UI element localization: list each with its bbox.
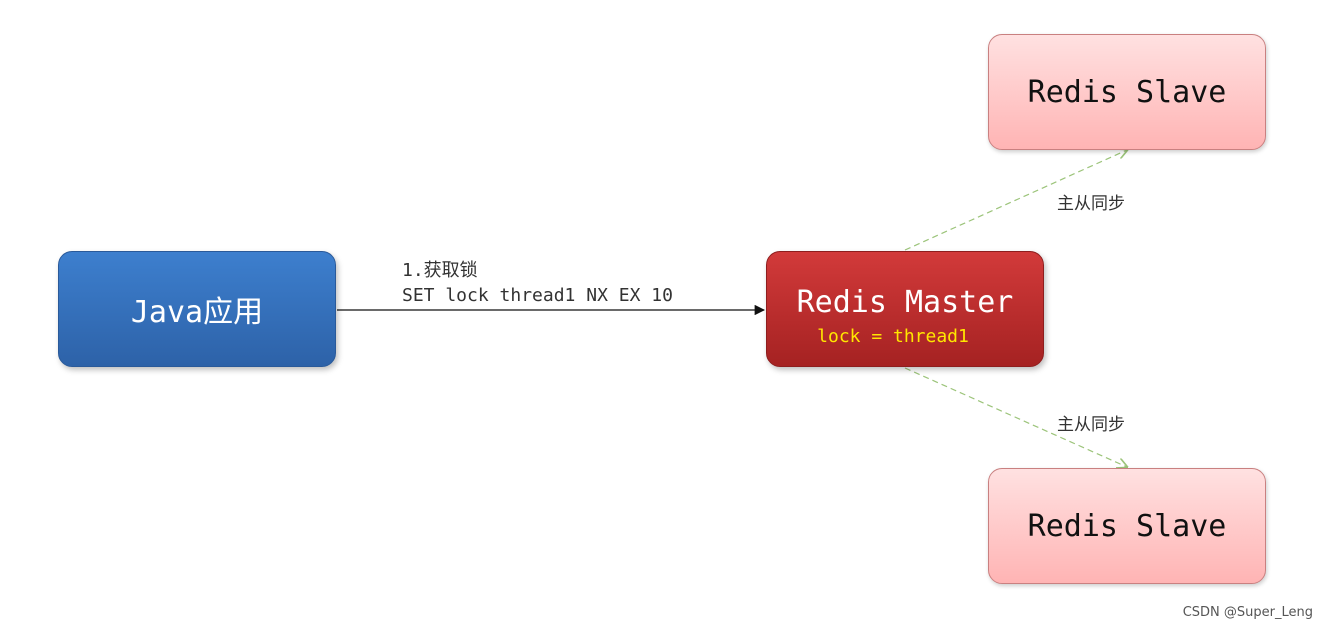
redis-slave-top-node: Redis Slave [988, 34, 1266, 150]
sync-line-bottom [904, 367, 1127, 467]
redis-slave-bottom-node: Redis Slave [988, 468, 1266, 584]
redis-slave-top-label: Redis Slave [1027, 74, 1227, 110]
sync-label-top: 主从同步 [1057, 194, 1125, 214]
sync-line-top [904, 150, 1127, 251]
lock-value-text: lock = thread1 [817, 326, 969, 347]
redis-slave-bottom-label: Redis Slave [1027, 508, 1227, 544]
java-app-node: Java应用 [58, 251, 336, 367]
acquire-command-text: SET lock thread1 NX EX 10 [402, 285, 673, 306]
watermark-credit: CSDN @Super_Leng [1182, 605, 1313, 620]
java-app-label: Java应用 [130, 295, 264, 330]
acquire-step-text: 1.获取锁 [402, 260, 478, 281]
redis-master-label: Redis Master [796, 285, 1014, 320]
sync-label-bottom: 主从同步 [1057, 415, 1125, 435]
redis-master-node: Redis Master lock = thread1 [766, 251, 1044, 367]
acquire-lock-label: 1.获取锁 SET lock thread1 NX EX 10 [402, 258, 673, 308]
